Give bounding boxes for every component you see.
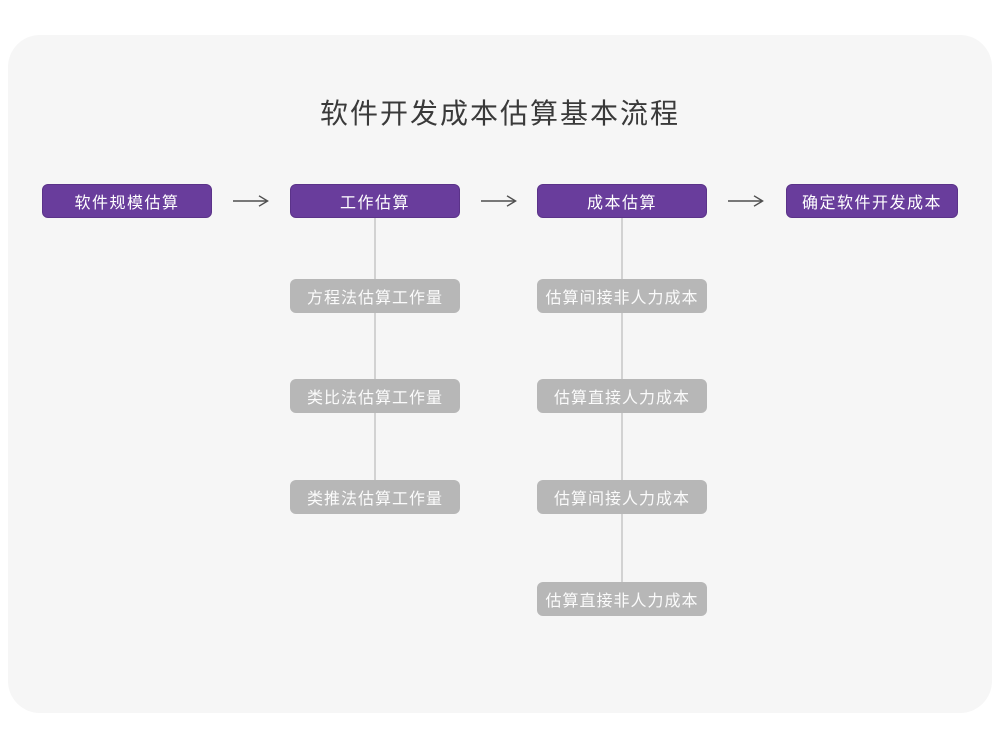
sub-step-extrapolation-method: 类推法估算工作量 xyxy=(290,480,460,514)
right-arrow-icon xyxy=(233,195,269,207)
right-arrow-icon xyxy=(728,195,764,207)
right-arrow-icon xyxy=(481,195,517,207)
sub-step-direct-non-labor-cost: 估算直接非人力成本 xyxy=(537,582,707,616)
sub-step-equation-method: 方程法估算工作量 xyxy=(290,279,460,313)
vertical-connector-line xyxy=(374,218,376,497)
sub-step-direct-labor-cost: 估算直接人力成本 xyxy=(537,379,707,413)
diagram-title: 软件开发成本估算基本流程 xyxy=(319,98,680,129)
canvas-card xyxy=(8,35,992,713)
flow-step-software-scale-estimation: 软件规模估算 xyxy=(42,184,212,218)
flow-step-determine-development-cost: 确定软件开发成本 xyxy=(786,184,958,218)
sub-step-indirect-labor-cost: 估算间接人力成本 xyxy=(537,480,707,514)
flow-step-cost-estimation: 成本估算 xyxy=(537,184,707,218)
sub-step-indirect-non-labor-cost: 估算间接非人力成本 xyxy=(537,279,707,313)
flow-step-work-estimation: 工作估算 xyxy=(290,184,460,218)
sub-step-analogy-method: 类比法估算工作量 xyxy=(290,379,460,413)
